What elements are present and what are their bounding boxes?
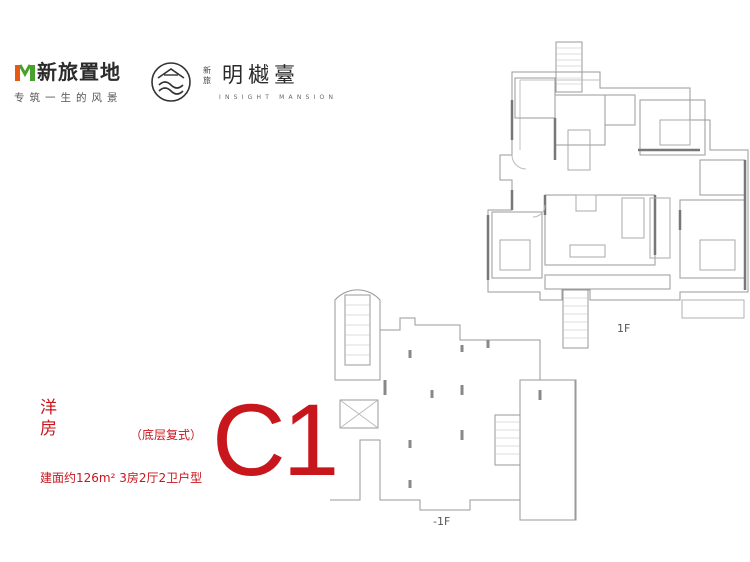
brand-name: 新旅置地 xyxy=(37,60,121,84)
unit-area-line: 建面约126m² 3房2厅2卫户型 xyxy=(40,471,203,485)
project-name-en: INSIGHT MANSION xyxy=(219,94,338,101)
unit-subtype: （底层复式） xyxy=(130,428,203,442)
unit-code: C1 xyxy=(212,383,339,497)
brand-slogan: 专筑一生的风景 xyxy=(14,92,123,104)
unit-category: 洋房 xyxy=(40,398,57,439)
project-name: 明樾臺 xyxy=(222,63,300,87)
floor-label-b1: -1F xyxy=(433,515,451,528)
project-seal-icon xyxy=(151,62,191,102)
project-prefix: 新旅 xyxy=(203,66,211,85)
floor-label-1f: 1F xyxy=(617,322,631,335)
brand-logo-icon xyxy=(15,64,35,81)
